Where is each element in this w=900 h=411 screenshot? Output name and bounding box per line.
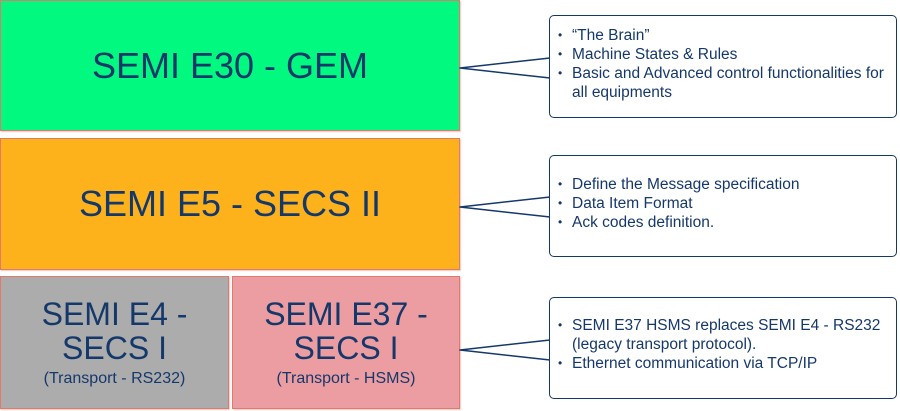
layer-secs2-title: SEMI E5 - SECS II (78, 183, 382, 224)
callout-gem-bullet: Basic and Advanced control functionaliti… (558, 64, 888, 102)
layer-hsms-box: SEMI E37 - SECS I (Transport - HSMS) (232, 276, 460, 409)
callout-gem-bullet: “The Brain” (558, 26, 888, 45)
callout-gem-bullet: Machine States & Rules (558, 45, 888, 64)
callout-pointer-transport (459, 339, 551, 361)
secs1-title-line2: SECS I (62, 329, 167, 366)
callout-secs2-bullet: Define the Message specification (558, 175, 888, 194)
secs1-subtitle: (Transport - RS232) (43, 369, 186, 387)
callout-transport: SEMI E37 HSMS replaces SEMI E4 - RS232 (… (549, 297, 897, 399)
hsms-title-line2: SECS I (293, 329, 399, 366)
layer-secs2-box: SEMI E5 - SECS II (0, 138, 460, 270)
callout-secs2-bullet: Ack codes definition. (558, 213, 888, 232)
callout-transport-bullet: SEMI E37 HSMS replaces SEMI E4 - RS232 (… (558, 316, 888, 354)
callout-pointer-gem (459, 57, 551, 79)
layer-secs1-box: SEMI E4 - SECS I (Transport - RS232) (0, 276, 229, 409)
callout-pointer-secs2 (459, 196, 551, 218)
hsms-title-line1: SEMI E37 - (264, 295, 428, 332)
callout-secs2: Define the Message specification Data It… (549, 155, 897, 257)
callout-secs2-bullet: Data Item Format (558, 194, 888, 213)
secs1-title-line1: SEMI E4 - (41, 295, 188, 332)
hsms-subtitle: (Transport - HSMS) (276, 369, 416, 387)
callout-gem: “The Brain” Machine States & Rules Basic… (549, 15, 897, 118)
layer-gem-box: SEMI E30 - GEM (0, 0, 460, 131)
callout-transport-bullet: Ethernet communication via TCP/IP (558, 354, 888, 373)
layer-gem-title: SEMI E30 - GEM (91, 44, 369, 86)
